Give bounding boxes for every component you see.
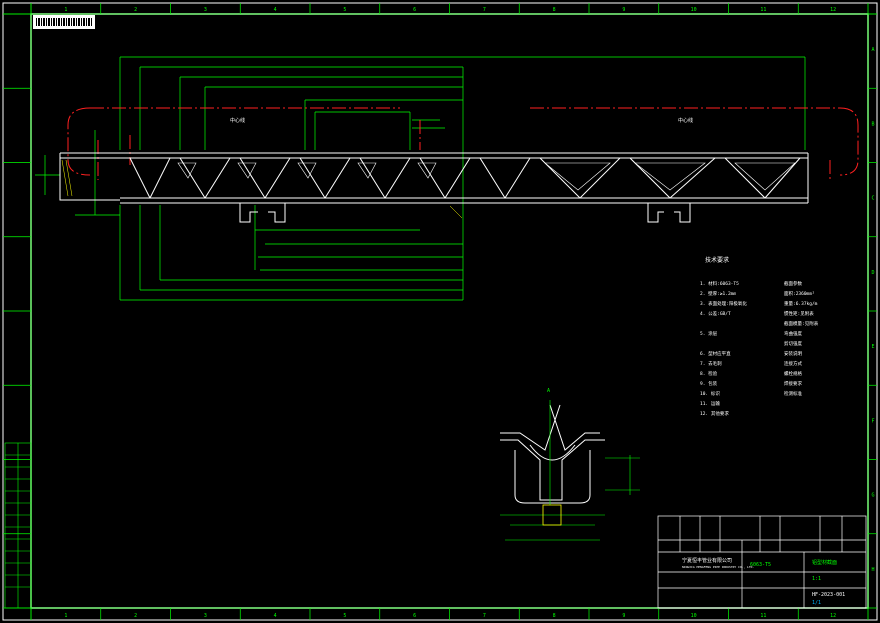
note-line: 截面模量:见附表 xyxy=(784,320,819,327)
detail-hatch xyxy=(542,504,562,526)
dimension-lines-top xyxy=(119,56,806,300)
title-block xyxy=(657,515,867,609)
note-line: 面积:2360mm² xyxy=(784,290,815,297)
row-label: A xyxy=(871,47,874,53)
note-line: 焊接要求 xyxy=(784,380,802,387)
column-label: 4 xyxy=(274,613,277,619)
note-line: 9. 包装 xyxy=(700,380,718,387)
column-label: 8 xyxy=(553,7,556,13)
detail-view-a xyxy=(500,404,605,504)
column-label: 10 xyxy=(691,7,697,13)
column-label: 6 xyxy=(413,7,416,13)
row-label: F xyxy=(871,418,874,424)
centerline-label-left: 中心线 xyxy=(230,117,245,124)
company-en: NINGXIA HENGFENG PIPE INDUSTRY CO., LTD. xyxy=(682,565,754,569)
column-label: 6 xyxy=(413,613,416,619)
column-label: 12 xyxy=(830,613,836,619)
title-block-text: 宁夏恒丰管业有限公司 NINGXIA HENGFENG PIPE INDUSTR… xyxy=(547,388,845,606)
notes-heading: 技术要求 xyxy=(705,256,729,264)
note-line: 弯曲强度 xyxy=(784,330,802,337)
note-line: 剪切强度 xyxy=(784,340,802,347)
company-cn: 宁夏恒丰管业有限公司 xyxy=(682,557,732,564)
note-line: 截面参数 xyxy=(784,280,802,287)
detail-view-label: A xyxy=(547,388,550,394)
centerlines xyxy=(67,107,859,180)
note-line: 8. 检验 xyxy=(700,370,718,377)
hatching xyxy=(61,159,463,219)
centerline-label-right: 中心线 xyxy=(678,117,693,124)
column-label: 4 xyxy=(274,7,277,13)
column-label: 9 xyxy=(622,613,625,619)
row-label: C xyxy=(871,196,874,202)
column-label: 7 xyxy=(483,613,486,619)
column-label: 12 xyxy=(830,7,836,13)
sheet-no: 1/1 xyxy=(812,600,821,606)
column-label: 11 xyxy=(760,7,766,13)
note-line: 安装说明 xyxy=(784,350,802,357)
column-label: 1 xyxy=(64,7,67,13)
note-line: 3. 表面处理:阳极氧化 xyxy=(700,300,747,307)
row-zone-ticks: A B C D E F G H xyxy=(3,13,877,573)
column-label: 10 xyxy=(691,613,697,619)
column-label: 11 xyxy=(760,613,766,619)
dimension-lines-bottom xyxy=(35,130,463,301)
zone-markers xyxy=(3,3,877,620)
row-label: G xyxy=(871,493,874,499)
note-line: 5. 涂层 xyxy=(700,330,718,337)
column-label: 2 xyxy=(134,7,137,13)
note-line: 1. 材料:6063-T5 xyxy=(700,280,739,287)
inner-border xyxy=(30,13,869,609)
column-label: 5 xyxy=(343,7,346,13)
detail-dimensions xyxy=(500,400,640,541)
column-label: 5 xyxy=(343,613,346,619)
notes-left-column: 1. 材料:6063-T5 2. 壁厚:≥1.2mm 3. 表面处理:阳极氧化 4. … xyxy=(700,280,747,417)
revision-strip xyxy=(4,442,32,609)
column-label: 3 xyxy=(204,7,207,13)
row-label: E xyxy=(871,344,874,350)
scale-label: 1:1 xyxy=(812,576,821,582)
note-line: 检测标准 xyxy=(784,390,802,397)
row-label: H xyxy=(871,567,874,573)
note-line: 惯性矩:见附表 xyxy=(784,310,814,317)
notes-block: 技术要求 1. 材料:6063-T5 2. 壁厚:≥1.2mm 3. 表面处理:阳极… xyxy=(700,256,819,417)
row-label: B xyxy=(871,121,874,127)
note-line: 重量:6.37kg/m xyxy=(784,300,818,307)
column-label: 1 xyxy=(64,613,67,619)
barcode-bars xyxy=(36,18,92,26)
part-name: 铝型材截面 xyxy=(812,559,837,566)
drawing-no: HF-2023-001 xyxy=(812,592,845,598)
note-line: 12. 其他要求 xyxy=(700,410,729,417)
note-line: 螺栓规格 xyxy=(784,370,802,377)
profile-section xyxy=(59,152,809,223)
note-line: 7. 去毛刺 xyxy=(700,360,722,367)
column-label: 9 xyxy=(622,7,625,13)
material: 6063-T5 xyxy=(750,562,771,568)
column-label: 3 xyxy=(204,613,207,619)
column-label: 7 xyxy=(483,7,486,13)
note-line: 2. 壁厚:≥1.2mm xyxy=(700,290,736,297)
profile-inner-walls xyxy=(177,162,796,191)
note-line: 11. 运输 xyxy=(700,400,720,407)
note-line: 6. 型材应平直 xyxy=(700,350,731,357)
barcode-label xyxy=(33,15,95,29)
column-label: 8 xyxy=(553,613,556,619)
column-label: 2 xyxy=(134,613,137,619)
note-line: 10. 标识 xyxy=(700,390,720,397)
row-label: D xyxy=(871,270,874,276)
note-line: 连接方式 xyxy=(784,360,802,367)
note-line: 4. 公差:GB/T xyxy=(700,310,731,317)
